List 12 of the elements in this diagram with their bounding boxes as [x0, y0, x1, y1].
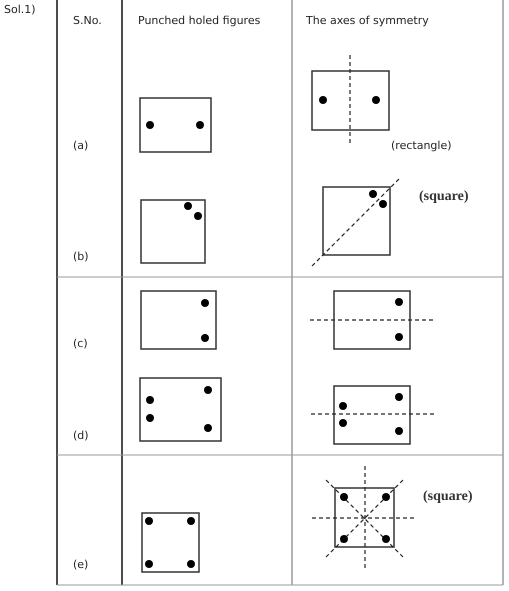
column-header: Punched holed figures — [138, 14, 260, 28]
row-label: (b) — [73, 250, 89, 264]
shape-name: (square) — [423, 489, 473, 506]
solution-number: Sol.1) — [4, 3, 36, 16]
column-header: S.No. — [73, 14, 102, 28]
shape-name: (rectangle) — [391, 139, 452, 152]
row-label: (e) — [73, 558, 88, 572]
row-label: (c) — [73, 337, 88, 350]
shape-name: (square) — [419, 189, 469, 206]
column-header: The axes of symmetry — [306, 14, 429, 28]
row-label: (d) — [73, 429, 89, 442]
row-label: (a) — [73, 139, 88, 152]
